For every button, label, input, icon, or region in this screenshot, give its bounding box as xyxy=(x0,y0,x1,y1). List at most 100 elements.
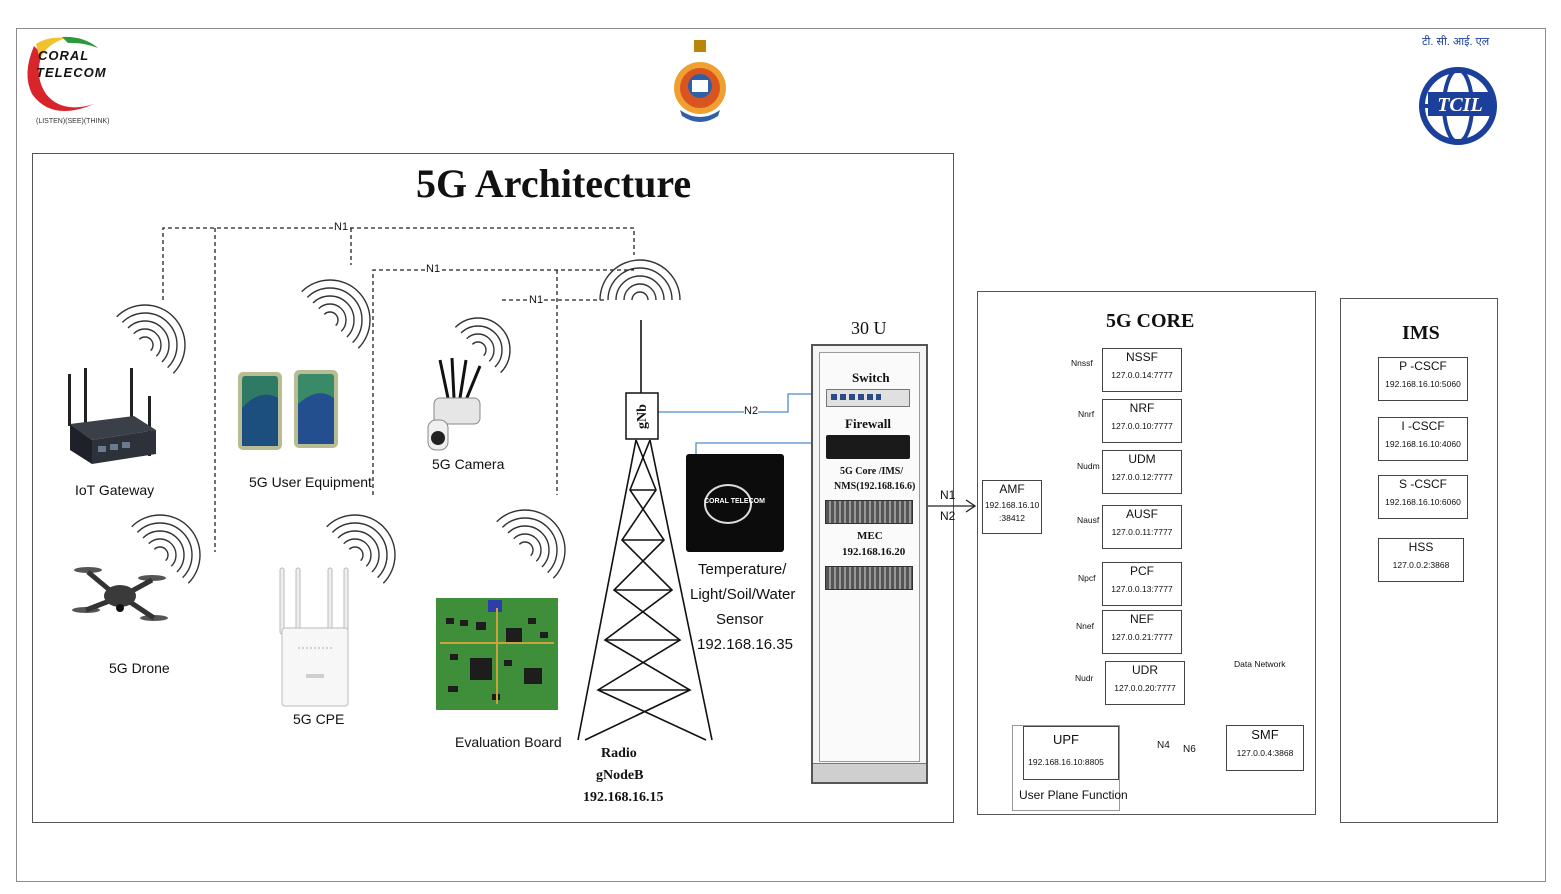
rack-mec-line1: MEC xyxy=(857,530,883,542)
evaluation-board-device xyxy=(436,598,558,710)
core-server-unit xyxy=(825,500,913,524)
iface-npcf: Npcf xyxy=(1078,573,1096,583)
amf-box: AMF 192.168.16.10 :38412 xyxy=(982,480,1042,534)
tcil-hindi-text: टी. सी. आई. एल xyxy=(1422,36,1490,48)
nf-ausf[interactable]: AUSF 127.0.0.11:7777 xyxy=(1102,505,1182,549)
iface-nrf: Nnrf xyxy=(1078,409,1095,419)
ims-scscf-ip: 192.168.16.10:6060 xyxy=(1385,497,1461,507)
nf-nef[interactable]: NEF 127.0.0.21:7777 xyxy=(1102,610,1182,654)
nf-nssf-ip: 127.0.0.14:7777 xyxy=(1111,370,1173,380)
coral-telecom-logo: CORAL TELECOM (LISTEN)(SEE)(THINK) xyxy=(22,34,112,134)
gnb-label: gNb xyxy=(635,404,650,429)
ims-hss[interactable]: HSS 127.0.0.2:3868 xyxy=(1378,538,1464,582)
sensor-label-line3: Sensor xyxy=(716,611,764,628)
nf-udm[interactable]: UDM 127.0.0.12:7777 xyxy=(1102,450,1182,494)
nf-udr[interactable]: UDR 127.0.0.20:7777 xyxy=(1105,661,1185,705)
ims-scscf[interactable]: S -CSCF 192.168.16.10:6060 xyxy=(1378,475,1468,519)
server-rack xyxy=(811,344,928,784)
nf-udr-ip: 127.0.0.20:7777 xyxy=(1114,683,1176,693)
switch-unit xyxy=(826,389,910,407)
ims-icscf[interactable]: I -CSCF 192.168.16.10:4060 xyxy=(1378,417,1468,461)
n6-label: N6 xyxy=(1183,744,1196,755)
cpe-label: 5G CPE xyxy=(293,711,345,727)
gnb-ip: 192.168.16.15 xyxy=(583,790,664,805)
gnb-radio-text: Radio xyxy=(601,746,637,761)
nf-pcf-name: PCF xyxy=(1130,564,1154,578)
nf-udr-name: UDR xyxy=(1132,663,1158,677)
cpe-device xyxy=(272,566,356,708)
architecture-panel xyxy=(32,153,954,823)
iface-nudm: Nudm xyxy=(1077,461,1100,471)
iot-gateway-device xyxy=(64,366,156,472)
nf-ausf-name: AUSF xyxy=(1125,507,1158,521)
tower-icon xyxy=(577,320,713,741)
tcil-logo: TCIL टी. सी. आई. एल xyxy=(1412,34,1504,154)
n1-label-top: N1 xyxy=(334,221,349,233)
data-network-label: Data Network xyxy=(1234,659,1286,669)
rack-core-line2: NMS(192.168.16.6) xyxy=(834,481,916,492)
n4-label: N4 xyxy=(1157,740,1170,751)
camera-device xyxy=(426,358,486,454)
nf-nssf-name: NSSF xyxy=(1125,350,1158,364)
firewall-unit xyxy=(826,435,910,459)
mec-server-unit xyxy=(825,566,913,590)
ims-hss-name: HSS xyxy=(1408,540,1434,554)
ims-pcscf-name: P -CSCF xyxy=(1399,359,1447,373)
upf-name: UPF xyxy=(1053,732,1079,747)
rack-title: 30 U xyxy=(851,318,887,338)
architecture-title: 5G Architecture xyxy=(416,161,692,206)
core-n1-label: N1 xyxy=(940,488,956,502)
iot-gateway-label: IoT Gateway xyxy=(75,482,155,498)
nf-nssf[interactable]: NSSF 127.0.0.14:7777 xyxy=(1102,348,1182,392)
nf-nrf-name: NRF xyxy=(1129,401,1155,415)
smf-ip: 127.0.0.4:3868 xyxy=(1236,748,1294,758)
sensor-box-text: CORAL TELECOM xyxy=(704,498,765,505)
n1-label-camera: N1 xyxy=(529,294,544,306)
nf-pcf[interactable]: PCF 127.0.0.13:7777 xyxy=(1102,562,1182,606)
amf-name: AMF xyxy=(999,482,1025,496)
n2-label-gnb: N2 xyxy=(744,405,759,417)
nf-nrf-ip: 127.0.0.10:7777 xyxy=(1111,421,1173,431)
core-n2-label: N2 xyxy=(940,509,956,523)
smf-name: SMF xyxy=(1251,727,1279,742)
nf-nrf[interactable]: NRF 127.0.0.10:7777 xyxy=(1102,399,1182,443)
upf-caption: User Plane Function xyxy=(1019,788,1128,802)
nf-udm-name: UDM xyxy=(1128,452,1156,466)
drone-device xyxy=(72,556,168,640)
iface-nudr: Nudr xyxy=(1075,673,1094,683)
svg-text:TCIL: TCIL xyxy=(1437,94,1483,116)
government-emblem-logo xyxy=(672,38,728,132)
camera-label: 5G Camera xyxy=(432,456,505,472)
coral-swoosh-icon xyxy=(27,36,98,112)
nf-ausf-ip: 127.0.0.11:7777 xyxy=(1111,527,1173,537)
drone-label: 5G Drone xyxy=(109,660,170,676)
upf-ip: 192.168.16.10:8805 xyxy=(1028,757,1104,767)
amf-ip: 192.168.16.10 xyxy=(984,500,1040,510)
sensor-ip: 192.168.16.35 xyxy=(697,636,793,653)
smf-box[interactable]: SMF 127.0.0.4:3868 xyxy=(1226,725,1304,771)
upf-box[interactable]: UPF 192.168.16.10:8805 User Plane Functi… xyxy=(1012,725,1128,811)
rack-firewall-label: Firewall xyxy=(845,416,891,431)
rack-switch-label: Switch xyxy=(852,370,890,385)
slide-frame xyxy=(16,28,1546,882)
nf-pcf-ip: 127.0.0.13:7777 xyxy=(1111,584,1173,594)
emblem-icon xyxy=(674,40,726,122)
n1-label-middle: N1 xyxy=(426,263,441,275)
ims-pcscf[interactable]: P -CSCF 192.168.16.10:5060 xyxy=(1378,357,1468,401)
iface-nnef: Nnef xyxy=(1076,621,1094,631)
ims-icscf-name: I -CSCF xyxy=(1401,419,1445,433)
coral-logo-line2: TELECOM xyxy=(36,65,107,80)
coral-logo-tagline: (LISTEN)(SEE)(THINK) xyxy=(36,118,110,125)
tcil-globe-icon: TCIL xyxy=(1419,67,1497,145)
evaluation-board-label: Evaluation Board xyxy=(455,734,562,750)
rack-core-line1: 5G Core /IMS/ xyxy=(840,466,904,477)
nf-nef-name: NEF xyxy=(1130,612,1154,626)
amf-port: :38412 xyxy=(999,513,1025,523)
gnb-gnodeb-text: gNodeB xyxy=(596,768,644,783)
sensor-logo-icon xyxy=(704,484,752,524)
rack-mec-line2: 192.168.16.20 xyxy=(842,546,906,558)
user-equipment-label: 5G User Equipment xyxy=(249,474,372,490)
nf-nef-ip: 127.0.0.21:7777 xyxy=(1111,632,1173,642)
nf-udm-ip: 127.0.0.12:7777 xyxy=(1111,472,1173,482)
